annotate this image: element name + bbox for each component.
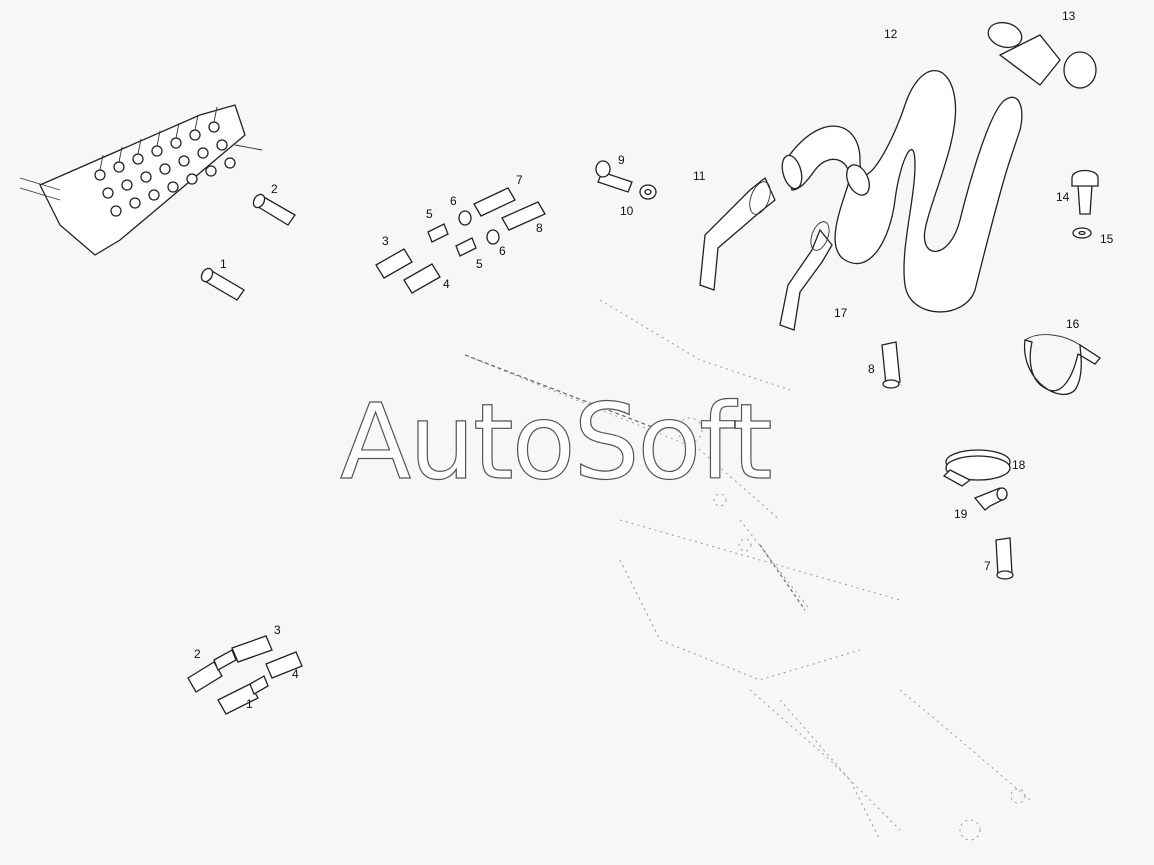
valve-stem-rod [99,154,104,171]
watermark-text: AutoSoft [340,381,771,503]
valve-stem-rod [118,146,123,163]
part-bolt-14 [1071,169,1099,215]
valve-stem-rod [137,138,142,155]
callout-9: 9 [618,153,625,167]
callout-16: 16 [1066,317,1080,331]
part-connector-13 [987,21,1097,89]
part-sleeve-7-right [995,537,1014,580]
callout-15: 15 [1100,232,1114,246]
valve-stem [148,189,160,201]
valve-stem [167,181,179,193]
background-assembly-ghost [464,299,1031,841]
callout-4: 4 [292,667,299,681]
callout-19: 19 [954,507,968,521]
part-washer-15 [1072,227,1092,239]
fittings-group-bottom [187,635,303,715]
callout-3: 3 [274,623,281,637]
callout-8: 8 [536,221,543,235]
valve-stem [151,145,163,157]
part-hose-clamp-18 [942,449,1011,487]
part-bracket-11 [699,176,776,291]
valve-stem-rod [175,122,180,139]
valve-stem [132,153,144,165]
valve-stem [208,121,220,133]
callout-5: 5 [426,207,433,221]
valve-stem [129,197,141,209]
callout-7: 7 [516,173,523,187]
valve-stem [197,147,209,159]
callout-2: 2 [194,647,201,661]
part-sleeve-1-top [200,267,245,301]
part-bracket-17 [779,221,833,331]
valve-stem [113,161,125,173]
callout-1: 1 [246,697,253,711]
callout-18: 18 [1012,458,1026,472]
callout-7: 7 [984,559,991,573]
part-washer-10 [639,184,657,200]
valve-stem [186,173,198,185]
callout-1: 1 [220,257,227,271]
callout-8: 8 [868,362,875,376]
callout-11: 11 [693,169,706,183]
callout-6: 6 [499,244,506,258]
fittings-group-top [375,187,546,294]
part-bolt-9 [595,160,633,193]
valve-stem-rod [194,114,199,131]
callout-2: 2 [271,182,278,196]
callout-5: 5 [476,257,483,271]
part-grommet-19 [973,487,1008,511]
callout-12: 12 [884,27,898,41]
valve-stem [159,163,171,175]
part-cable-tie-16 [1024,334,1101,396]
callout-14: 14 [1056,190,1070,204]
callout-6: 6 [450,194,457,208]
valve-stem-rod [156,130,161,147]
valve-stem [170,137,182,149]
valve-stem [205,165,217,177]
valve-stem [110,205,122,217]
valve-stem [224,157,236,169]
valve-stem [178,155,190,167]
valve-stem [189,129,201,141]
part-sleeve-8-right [881,341,901,389]
valve-stem-rod [213,106,218,123]
valve-stem [121,179,133,191]
callout-labels: 1 2 3 4 5 5 6 6 7 8 9 10 11 12 13 14 15 … [194,9,1114,711]
valve-block-assembly [19,104,263,256]
callout-10: 10 [620,204,634,218]
callout-13: 13 [1062,9,1076,23]
callout-17: 17 [834,306,848,320]
part-hose-12 [781,70,1023,313]
callout-4: 4 [443,277,450,291]
valve-stem [102,187,114,199]
valve-stem [140,171,152,183]
callout-3: 3 [382,234,389,248]
valve-stem [216,139,228,151]
valve-stem [94,169,106,181]
part-sleeve-2-top [252,193,296,226]
